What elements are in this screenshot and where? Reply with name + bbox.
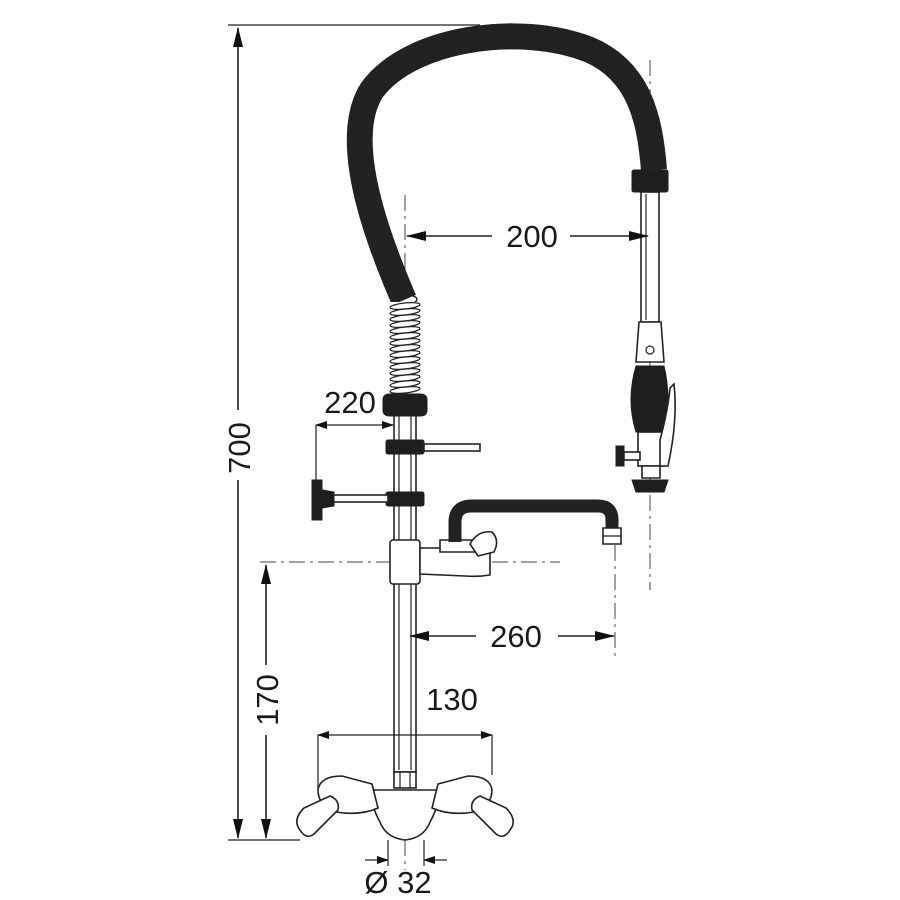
hose-coil	[582, 40, 604, 62]
hose-coils	[346, 23, 666, 306]
tight-coils	[389, 301, 421, 395]
hose-coil	[482, 24, 497, 51]
hose-coil	[596, 51, 620, 70]
hose-coil	[550, 28, 569, 54]
hose-coil	[618, 79, 646, 93]
dim-label-total-height: 700	[222, 422, 257, 474]
hose-coil	[636, 129, 664, 142]
dim-spray-offset: 200	[406, 218, 649, 254]
tight-coil	[389, 385, 421, 395]
hose-coil	[357, 86, 379, 108]
hose-coil	[351, 177, 379, 190]
hose-coil	[517, 23, 533, 50]
dim-label-spray-offset: 200	[506, 219, 558, 254]
dim-spout-height: 170	[250, 564, 285, 839]
hose-coil	[534, 25, 551, 51]
dim-wall-offset: 220	[315, 385, 394, 429]
hose-coil	[348, 159, 376, 173]
hose-coil	[383, 278, 411, 290]
dim-total-height: 700	[222, 27, 257, 839]
dim-label-inlet-diameter: Ø 32	[364, 865, 431, 900]
spring-hose	[346, 23, 667, 306]
hose-coil	[354, 194, 383, 207]
dim-label-valve-spacing: 130	[426, 682, 478, 717]
hose-coil	[632, 112, 660, 124]
hose-coil	[432, 33, 444, 62]
lower-spring	[388, 301, 422, 395]
hose-coil	[369, 70, 387, 96]
valve-body	[296, 775, 514, 841]
hose-coil	[626, 95, 654, 108]
hose-coil	[638, 146, 666, 159]
hose-coil	[465, 26, 479, 53]
hose-coil	[359, 211, 387, 224]
hose-coil	[448, 29, 461, 57]
dim-valve-spacing: 130	[317, 682, 493, 739]
hose-coil	[399, 47, 412, 75]
hose-coil	[376, 261, 405, 274]
dim-label-spout-reach: 260	[490, 619, 542, 654]
hose-coil	[347, 123, 373, 139]
dim-inlet-diameter: Ø 32	[364, 856, 447, 900]
hose-coil	[567, 33, 587, 57]
hose-coil	[500, 23, 515, 50]
hose-coil	[364, 228, 393, 241]
hose-coil	[346, 141, 374, 156]
dim-label-spout-height: 170	[250, 674, 285, 726]
riser-column	[311, 393, 481, 789]
dim-label-wall-offset: 220	[324, 385, 376, 420]
hose-coil	[415, 39, 428, 68]
hose-coil	[350, 104, 375, 123]
hose-coil	[370, 245, 399, 257]
hose-coil	[384, 57, 398, 85]
spray-head	[615, 169, 676, 493]
swivel-spout	[419, 499, 622, 578]
hose-coil	[608, 64, 635, 80]
dim-spout-reach: 260	[409, 618, 615, 654]
